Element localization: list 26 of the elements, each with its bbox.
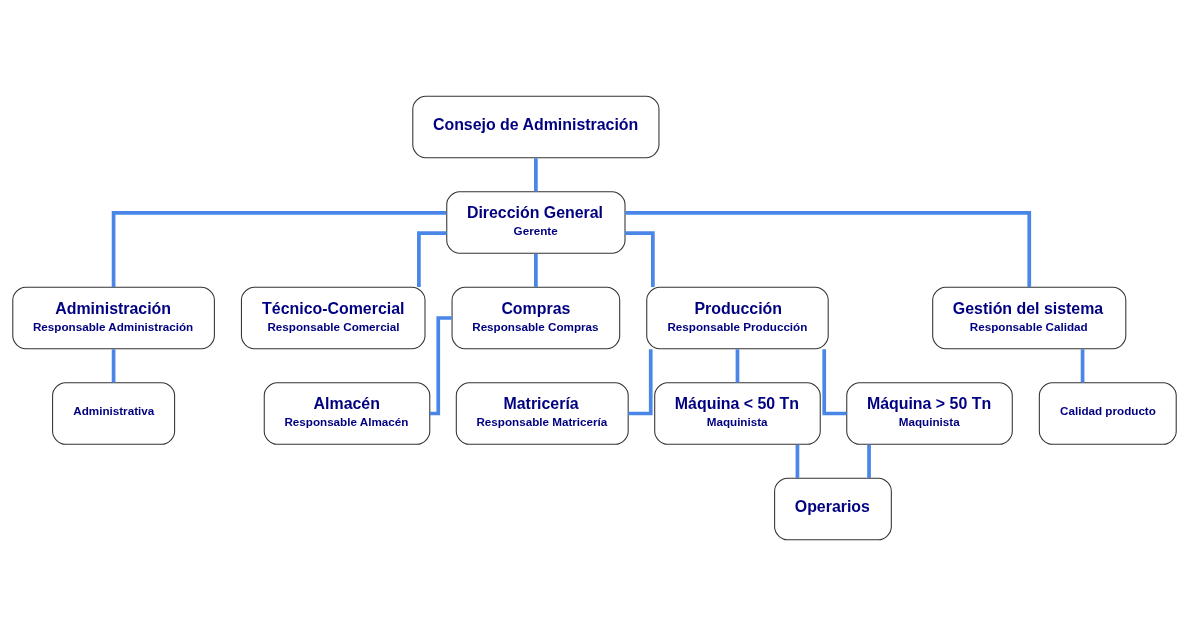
node-box: Dirección General Gerente bbox=[446, 190, 626, 254]
node-box: Calidad producto bbox=[1038, 381, 1177, 445]
connector bbox=[111, 348, 116, 382]
node-box: Administrativa bbox=[52, 381, 176, 445]
connector bbox=[1080, 348, 1085, 382]
connector bbox=[625, 230, 655, 287]
node-box: Almacén Responsable Almacén bbox=[263, 381, 431, 445]
node-box: Técnico-Comercial Responsable Comercial bbox=[240, 286, 426, 349]
node-box: Compras Responsable Compras bbox=[451, 286, 621, 349]
connector bbox=[534, 157, 538, 191]
node-box: Máquina > 50 Tn Maquinista bbox=[846, 381, 1013, 445]
node-box: Matricería Responsable Matricería bbox=[455, 381, 629, 445]
node-box: Gestión del sistema Responsable Calidad bbox=[932, 286, 1127, 349]
connector bbox=[735, 348, 740, 382]
connector bbox=[534, 253, 538, 287]
node-box: Operarios bbox=[774, 477, 892, 540]
node-box: Producción Responsable Producción bbox=[646, 286, 829, 349]
node-box: Administración Responsable Administración bbox=[12, 286, 215, 349]
connector bbox=[795, 444, 800, 478]
node-box: Consejo de Administración bbox=[412, 95, 660, 158]
connector bbox=[417, 230, 447, 287]
connector bbox=[111, 210, 447, 287]
connector bbox=[429, 315, 452, 415]
node-box: Máquina < 50 Tn Maquinista bbox=[654, 381, 821, 445]
connector bbox=[625, 210, 1032, 287]
connector bbox=[867, 444, 871, 478]
